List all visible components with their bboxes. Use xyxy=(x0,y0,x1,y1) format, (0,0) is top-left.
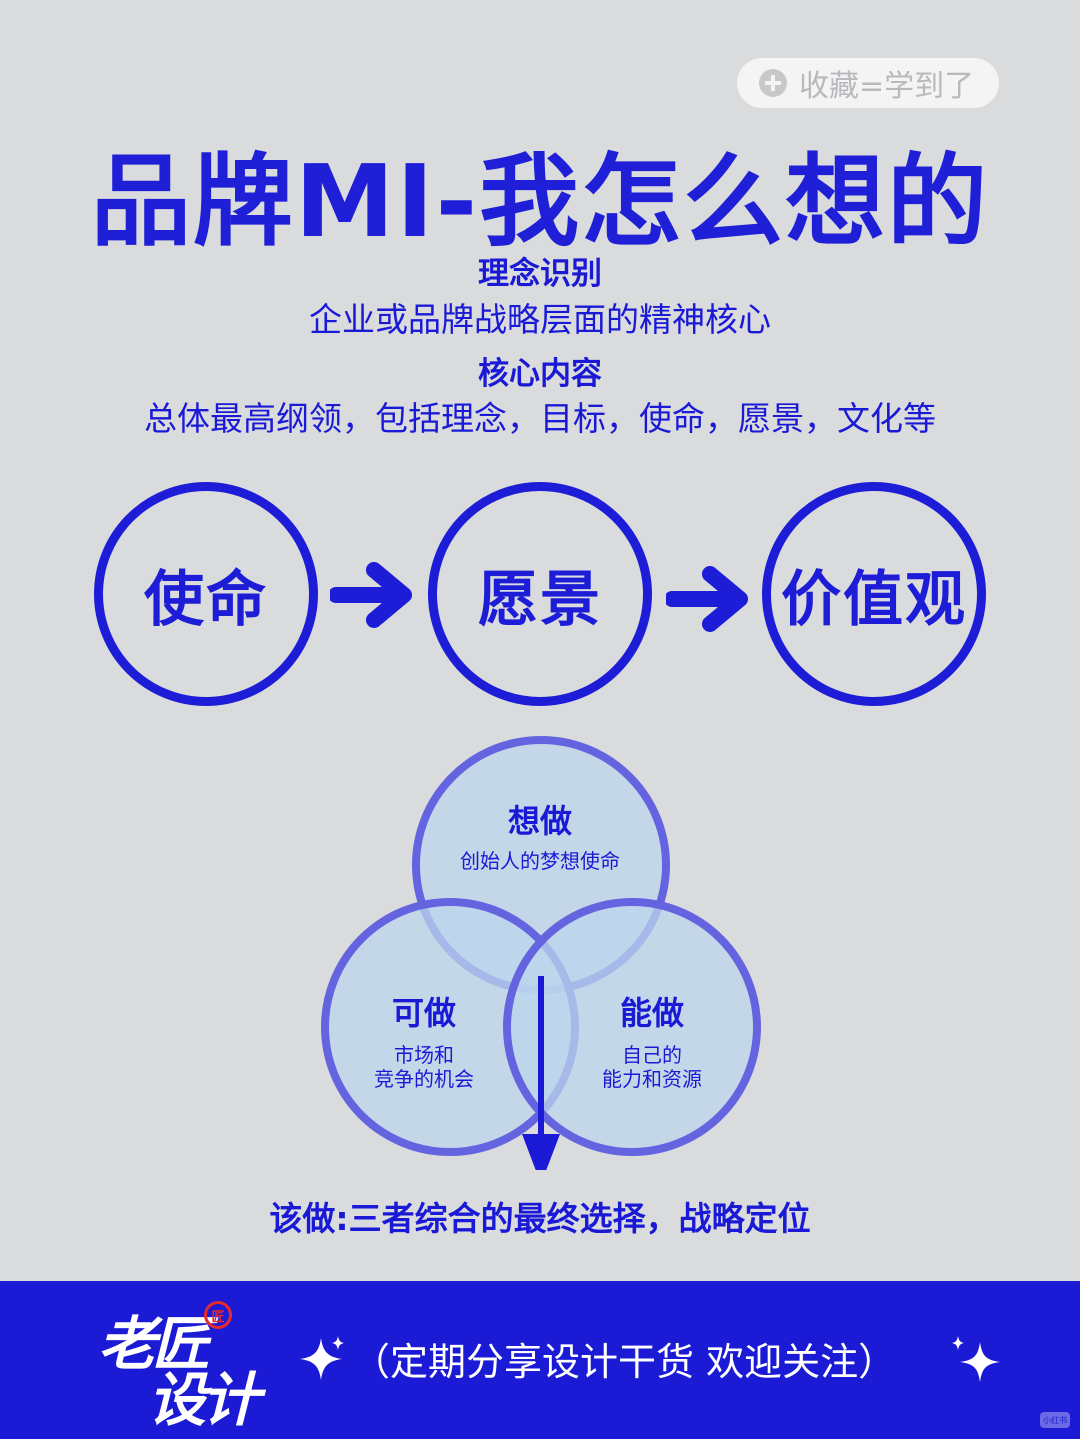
venn-label-able: 能做 xyxy=(619,994,684,1032)
plus-circle-icon xyxy=(759,69,787,97)
logo-line1: 老匠 xyxy=(98,1310,210,1378)
section1-text: 企业或品牌战略层面的精神核心 xyxy=(309,300,771,339)
footer-slogan: （定期分享设计干货 欢迎关注） xyxy=(352,1340,897,1384)
logo-line2: 设计 xyxy=(148,1366,260,1434)
venn-desc-able-line1: 自己的 xyxy=(622,1043,682,1067)
sparkle-icon xyxy=(300,1336,344,1380)
venn-diagram xyxy=(321,736,761,1170)
flow-step-mission: 使命 xyxy=(94,482,318,706)
arrow-right-icon xyxy=(666,566,748,632)
sparkle-icon xyxy=(952,1336,1000,1382)
save-badge[interactable]: 收藏=学到了 xyxy=(737,58,999,108)
venn-desc-can-line1: 市场和 xyxy=(394,1043,454,1067)
footer-bar xyxy=(0,1281,1080,1439)
flow-step-vision: 愿景 xyxy=(428,482,652,706)
venn-label-can: 可做 xyxy=(391,994,456,1032)
brand-logo: 老匠 匠 设计 xyxy=(92,1291,292,1434)
arrow-right-icon xyxy=(330,562,412,628)
watermark-badge: 小红书 xyxy=(1040,1412,1070,1428)
section2-heading: 核心内容 xyxy=(478,356,602,392)
section2-text: 总体最高纲领，包括理念，目标，使命，愿景，文化等 xyxy=(144,399,936,438)
venn-desc-able-line2: 能力和资源 xyxy=(602,1067,702,1091)
flow-step-label: 使命 xyxy=(144,564,268,635)
flow-step-label: 愿景 xyxy=(478,564,602,635)
flow-step-label: 价值观 xyxy=(781,564,967,635)
section1-heading: 理念识别 xyxy=(478,256,602,292)
venn-desc-want: 创始人的梦想使命 xyxy=(460,849,620,873)
page-title: 品牌MI-我怎么想的 xyxy=(90,143,990,260)
venn-desc-can-line2: 竞争的机会 xyxy=(374,1067,474,1091)
venn-label-want: 想做 xyxy=(507,802,572,840)
venn-circle-right xyxy=(503,898,761,1156)
save-badge-text: 收藏=学到了 xyxy=(799,69,975,104)
flow-step-values: 价值观 xyxy=(762,482,986,706)
conclusion-text: 该做:三者综合的最终选择，战略定位 xyxy=(269,1199,811,1238)
logo-seal: 匠 xyxy=(204,1301,232,1329)
venn-arrow-head xyxy=(522,1134,560,1170)
